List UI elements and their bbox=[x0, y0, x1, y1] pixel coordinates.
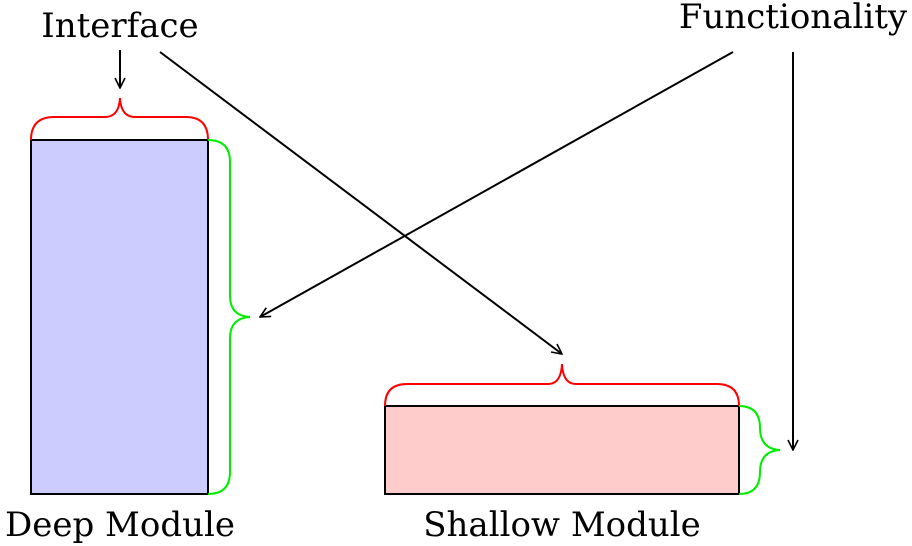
shallow-module-box bbox=[384, 405, 740, 495]
deep-functionality-brace bbox=[207, 139, 251, 495]
shallow-functionality-brace bbox=[738, 405, 781, 495]
deep-module-label: Deep Module bbox=[5, 505, 235, 545]
shallow-module-label: Shallow Module bbox=[423, 505, 701, 545]
interface-label: Interface bbox=[41, 6, 198, 46]
interface-to-shallow-arrow bbox=[159, 51, 562, 354]
deep-interface-brace bbox=[30, 97, 209, 141]
shallow-interface-brace bbox=[384, 363, 740, 407]
deep-module-box bbox=[30, 139, 209, 495]
functionality-label: Functionality bbox=[679, 0, 908, 37]
functionality-to-deep-arrow bbox=[260, 51, 734, 317]
